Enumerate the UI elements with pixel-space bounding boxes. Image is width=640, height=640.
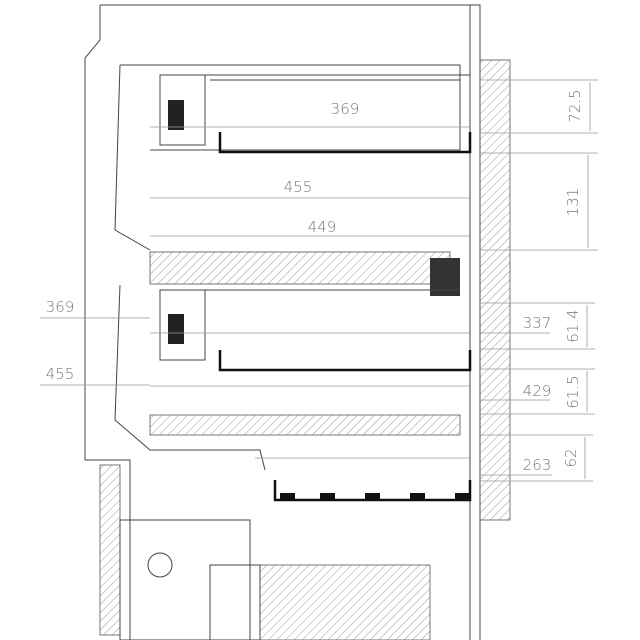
vertical-dimension-lines [480,79,598,482]
dim-divider-depth: 449 [308,218,337,236]
dim-left-shelf: 369 [46,298,75,316]
dim-lower-shelf-1: 337 [523,314,552,332]
dim-lower-gap-3: 62 [562,448,580,467]
dim-upper-shelf-depth: 369 [331,100,360,118]
dim-lower-drawer: 263 [523,456,552,474]
dim-lower-gap-1: 61.4 [564,309,582,342]
compressor-area [99,464,431,640]
cabinet-outline [84,4,511,640]
lower-compartment [114,284,472,502]
dim-left-cavity: 455 [46,365,75,383]
dim-lower-shelf-2: 429 [523,382,552,400]
dim-top-gap: 72.5 [566,89,584,122]
dim-upper-gap: 131 [564,188,582,217]
dim-lower-gap-2: 61.5 [564,375,582,408]
upper-compartment [149,74,472,296]
dim-upper-cavity-depth: 455 [284,178,313,196]
